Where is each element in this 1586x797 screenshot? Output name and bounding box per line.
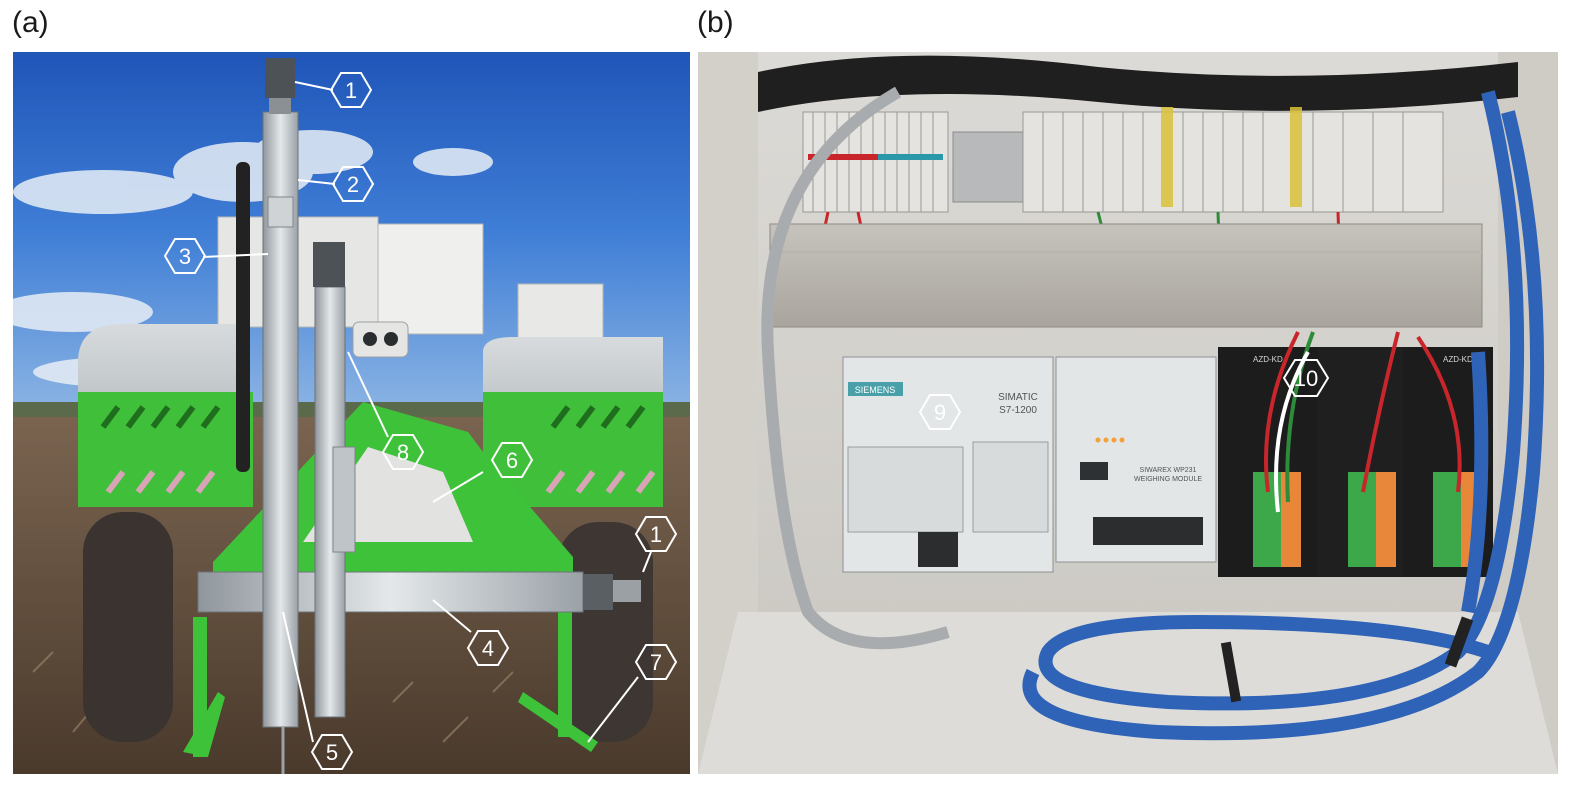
callout-8: 8	[381, 434, 425, 470]
panel-label-b: (b)	[697, 6, 734, 39]
terminal-block-left	[802, 111, 949, 213]
svg-text:6: 6	[506, 448, 518, 473]
svg-text:9: 9	[934, 400, 946, 425]
svg-text:10: 10	[1294, 366, 1318, 391]
horizontal-motor	[583, 574, 613, 610]
horizontal-axis	[197, 571, 584, 613]
cable-duct	[769, 223, 1483, 328]
svg-text:8: 8	[397, 440, 409, 465]
control-box-right	[377, 223, 484, 335]
top-motor	[265, 58, 295, 98]
right-tyre	[558, 522, 653, 742]
driver-wires	[1264, 331, 1462, 513]
vent-slots	[100, 405, 646, 429]
callout-2: 2	[331, 166, 375, 202]
callout-3: 3	[163, 238, 207, 274]
furrow-shoe	[518, 692, 598, 752]
svg-text:2: 2	[347, 172, 359, 197]
svg-text:1: 1	[650, 522, 662, 547]
panel-label-a: (a)	[12, 6, 49, 39]
top-cable-bundle	[758, 55, 1518, 112]
photo-field-robot: 1 2 3 8 6 1 4 7	[13, 52, 690, 774]
callout-1-side: 1	[634, 516, 678, 552]
svg-text:3: 3	[179, 244, 191, 269]
callout-4: 4	[466, 630, 510, 666]
weighing-text: SIWAREX WP231	[1140, 467, 1197, 474]
svg-text:5: 5	[326, 740, 338, 765]
siemens-text: SIEMENS	[855, 385, 896, 395]
azd-text-2: AZD-KD	[1443, 355, 1473, 364]
left-tyre	[83, 512, 173, 742]
box-rear	[517, 283, 604, 345]
din-rail	[952, 131, 1024, 203]
weighing-text-2: WEIGHING MODULE	[1134, 476, 1202, 483]
right-leg	[558, 612, 572, 737]
svg-text:4: 4	[482, 636, 494, 661]
svg-text:1: 1	[345, 78, 357, 103]
s7-text: S7-1200	[999, 405, 1037, 416]
grey-cable	[761, 86, 950, 650]
blue-cable-coil	[1022, 90, 1545, 741]
vent-slots-lower	[105, 470, 656, 494]
secondary-motor	[313, 242, 345, 287]
azd-text-1: AZD-KD	[1253, 355, 1283, 364]
siemens-logo	[848, 382, 903, 396]
photo-control-cabinet: SIEMENS SIMATIC S7-1200 SIWAREX WP231 WE…	[698, 52, 1558, 774]
camera	[352, 321, 409, 358]
svg-text:7: 7	[650, 650, 662, 675]
callout-10: 10	[1282, 359, 1330, 397]
status-leds	[1095, 437, 1125, 443]
simatic-text: SIMATIC	[998, 392, 1038, 403]
callout-1-top: 1	[329, 72, 373, 108]
callout-6: 6	[490, 442, 534, 478]
callout-7: 7	[634, 644, 678, 680]
callout-5: 5	[310, 734, 354, 770]
cable-chain	[236, 162, 250, 472]
callout-lines	[202, 81, 652, 743]
callout-9: 9	[918, 394, 962, 430]
terminal-block-right	[1022, 111, 1444, 213]
